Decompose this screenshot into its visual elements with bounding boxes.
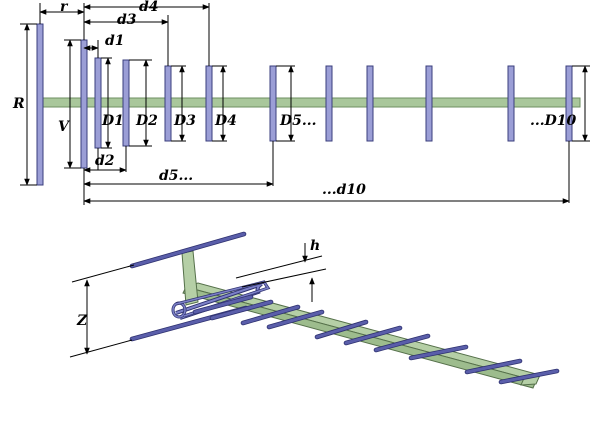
reflector-mast (181, 250, 199, 306)
label-D10: ...D10 (530, 113, 577, 129)
label-d5: d5... (159, 168, 193, 184)
director-element-1 (94, 57, 102, 149)
label-V: V (58, 119, 71, 135)
driven-element (80, 39, 88, 169)
label-D4: D4 (214, 113, 237, 129)
director-element-6 (325, 65, 333, 142)
perspective-view: Z h (69, 231, 560, 389)
director-rod-2 (210, 300, 273, 320)
label-h: h (310, 238, 320, 254)
label-d10: ...d10 (322, 182, 366, 198)
director-rod-10 (499, 369, 559, 384)
director-element-2 (122, 59, 130, 147)
director-rod-9 (465, 359, 522, 374)
director-rod-3 (241, 305, 300, 325)
label-D2: D2 (135, 113, 158, 129)
director-rod-1 (193, 295, 253, 314)
reflector-element (36, 23, 44, 186)
dimension-arrows (24, 4, 588, 204)
director-element-7 (366, 65, 374, 142)
director-element-5 (269, 65, 277, 142)
director-rod-6 (344, 326, 402, 345)
director-rod-5 (315, 320, 368, 339)
top-view-labels: r d4 d3 d1 R V D1 D2 D3 D4 D5... ...D10 … (12, 0, 577, 198)
h-dimension: h (235, 238, 327, 302)
director-element-4 (205, 65, 213, 142)
label-R: R (12, 96, 25, 112)
director-element-10 (565, 65, 573, 142)
z-dimension: Z (69, 264, 135, 358)
director-rod-8 (409, 345, 468, 360)
label-D1: D1 (101, 113, 124, 129)
director-rods-3d (192, 294, 560, 385)
label-d1: d1 (105, 33, 125, 49)
boom (39, 97, 581, 108)
director-rod-7 (374, 334, 430, 352)
label-D5: D5... (279, 113, 317, 129)
label-d3: d3 (117, 12, 137, 28)
label-r: r (60, 0, 69, 15)
top-view: r d4 d3 d1 R V D1 D2 D3 D4 D5... ...D10 … (12, 0, 590, 205)
reflector-upper-rod (130, 232, 246, 268)
label-D3: D3 (173, 113, 196, 129)
director-element-8 (425, 65, 433, 142)
director-element-9 (507, 65, 515, 142)
label-Z: Z (76, 313, 88, 329)
label-d2: d2 (95, 153, 115, 169)
director-element-3 (164, 65, 172, 142)
label-d4: d4 (139, 0, 159, 15)
director-rod-4 (267, 310, 324, 329)
